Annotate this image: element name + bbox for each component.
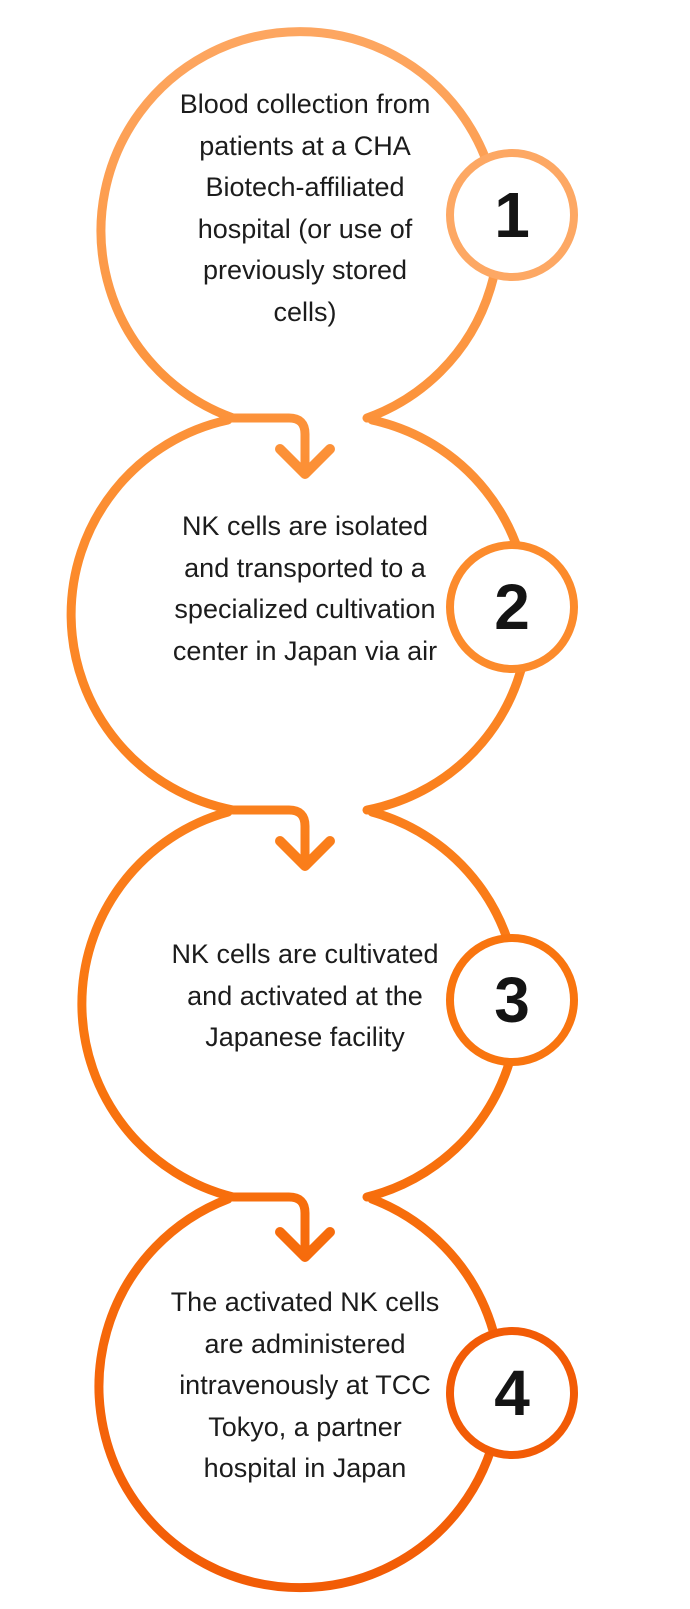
- step-2-badge: 2: [446, 541, 578, 673]
- step-2-number: 2: [494, 571, 530, 643]
- step-1-circle: [96, 27, 504, 475]
- down-arrow-icon: [275, 836, 335, 871]
- step-3-text: NK cells are cultivated and activated at…: [171, 939, 439, 1052]
- step-4-circle: [94, 1194, 506, 1593]
- down-arrow-icon: [275, 444, 335, 479]
- step-2-text: NK cells are isolated and transported to…: [172, 511, 438, 666]
- step-1-badge: 1: [446, 149, 578, 281]
- down-arrow-icon: [275, 1227, 335, 1262]
- step-1-number: 1: [494, 179, 530, 251]
- step-4-number: 4: [494, 1357, 530, 1429]
- step-3-badge: 3: [446, 934, 578, 1066]
- step-1-text: Blood collection from patients at a CHA …: [179, 89, 431, 327]
- step-3-number: 3: [494, 964, 530, 1036]
- step-4-text: The activated NK cells are administered …: [170, 1287, 440, 1483]
- step-4-badge: 4: [446, 1327, 578, 1459]
